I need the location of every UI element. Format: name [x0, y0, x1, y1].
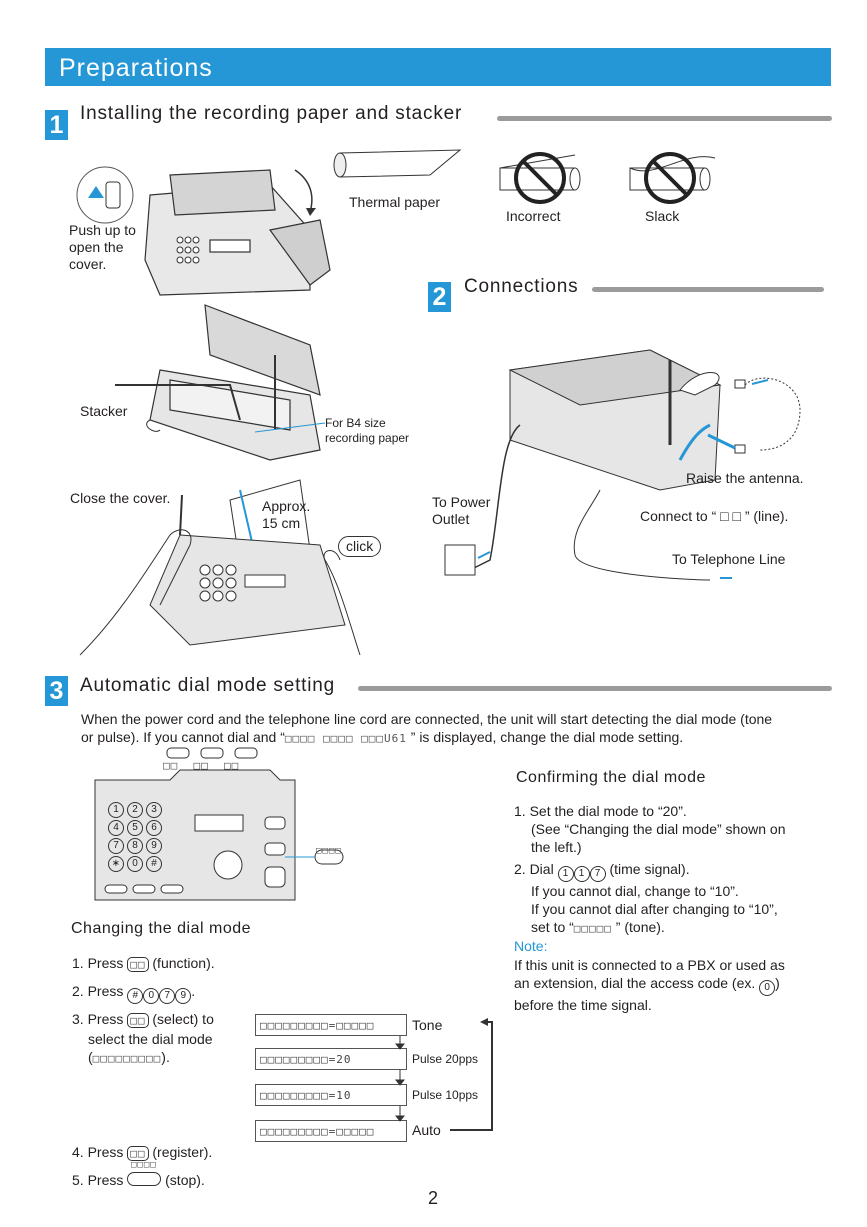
- section-rule: [358, 686, 832, 691]
- control-panel-illustration: [94, 747, 344, 901]
- change-step-1: 1. Press □□ (function).: [72, 955, 215, 972]
- b4-leader-line: [254, 422, 326, 433]
- key-7: 7: [108, 838, 124, 854]
- lcd-pulse10: □□□□□□□□□=10: [255, 1084, 407, 1106]
- lcd-pulse10-label: Pulse 10pps: [412, 1088, 479, 1102]
- stop-key-label: □□□□: [316, 846, 342, 856]
- key-5: 5: [127, 820, 143, 836]
- stacker-label: Stacker: [80, 403, 128, 419]
- incorrect-roll-icon: [499, 152, 581, 204]
- telephone-line-label: To Telephone Line: [672, 551, 786, 567]
- approx-label: Approx.15 cm: [262, 498, 311, 531]
- section-rule: [497, 116, 832, 121]
- change-step-5: 5. Press (stop).: [72, 1172, 205, 1188]
- thermal-paper-label: Thermal paper: [349, 194, 441, 210]
- section-2-heading: Connections: [464, 276, 579, 297]
- slack-label: Slack: [645, 208, 680, 224]
- lcd-pulse20: □□□□□□□□□=20: [255, 1048, 407, 1070]
- key-4: 4: [108, 820, 124, 836]
- step-1-badge: 1: [45, 110, 68, 140]
- changing-heading: Changing the dial mode: [71, 920, 252, 937]
- key-hash: #: [146, 856, 162, 872]
- stop-key-top-label: □□□□: [131, 1160, 157, 1170]
- incorrect-label: Incorrect: [506, 208, 561, 224]
- page-title: Preparations: [59, 54, 213, 82]
- lcd-auto-label: Auto: [412, 1122, 441, 1138]
- section-1-heading: Installing the recording paper and stack…: [80, 103, 463, 124]
- lcd-pulse20-label: Pulse 20pps: [412, 1052, 479, 1066]
- step-3-badge: 3: [45, 676, 68, 706]
- confirming-heading: Confirming the dial mode: [516, 769, 706, 786]
- key-1: 1: [108, 802, 124, 818]
- key-6: 6: [146, 820, 162, 836]
- confirm-step-1: 1. Set the dial mode to “20”. (See “Chan…: [514, 803, 786, 855]
- sequence-arrows: [394, 1018, 493, 1131]
- slack-roll-icon: [629, 152, 716, 204]
- close-cover-illustration: [79, 479, 361, 656]
- key-9: 9: [146, 838, 162, 854]
- note-body: If this unit is connected to a PBX or us…: [514, 957, 785, 1013]
- change-step-4: 4. Press □□ (register).: [72, 1144, 213, 1161]
- intro-paragraph: When the power cord and the telephone li…: [81, 711, 773, 745]
- click-callout: click: [338, 536, 382, 557]
- key-star: ∗: [108, 856, 124, 872]
- panel-top-labels: □□ □□ □□: [163, 759, 240, 772]
- key-2: 2: [127, 802, 143, 818]
- key-8: 8: [127, 838, 143, 854]
- keypad: 1 2 3 4 5 6 7 8 9 ∗ 0 #: [108, 802, 164, 872]
- connect-line-label: Connect to “ □ □ ” (line).: [640, 508, 789, 524]
- note-title: Note:: [514, 938, 548, 954]
- raise-antenna-label: Raise the antenna.: [686, 470, 804, 486]
- lcd-auto: □□□□□□□□□=□□□□□: [255, 1120, 407, 1142]
- section-rule: [592, 287, 824, 292]
- step-2-badge: 2: [428, 282, 451, 312]
- section-banner: Preparations: [45, 48, 831, 86]
- thermal-paper-roll-illustration: [333, 149, 462, 178]
- close-cover-label: Close the cover.: [70, 490, 171, 506]
- stacker-illustration: [115, 304, 321, 461]
- key-3: 3: [146, 802, 162, 818]
- lcd-tone: □□□□□□□□□=□□□□□: [255, 1014, 407, 1036]
- change-step-3: 3. Press □□ (select) to select the dial …: [72, 1011, 214, 1065]
- section-3-heading: Automatic dial mode setting: [80, 675, 335, 696]
- page-number: 2: [428, 1188, 439, 1208]
- key-0: 0: [127, 856, 143, 872]
- fax-open-cover-illustration: [76, 166, 331, 296]
- connections-illustration: [444, 349, 801, 581]
- lcd-tone-label: Tone: [412, 1017, 443, 1033]
